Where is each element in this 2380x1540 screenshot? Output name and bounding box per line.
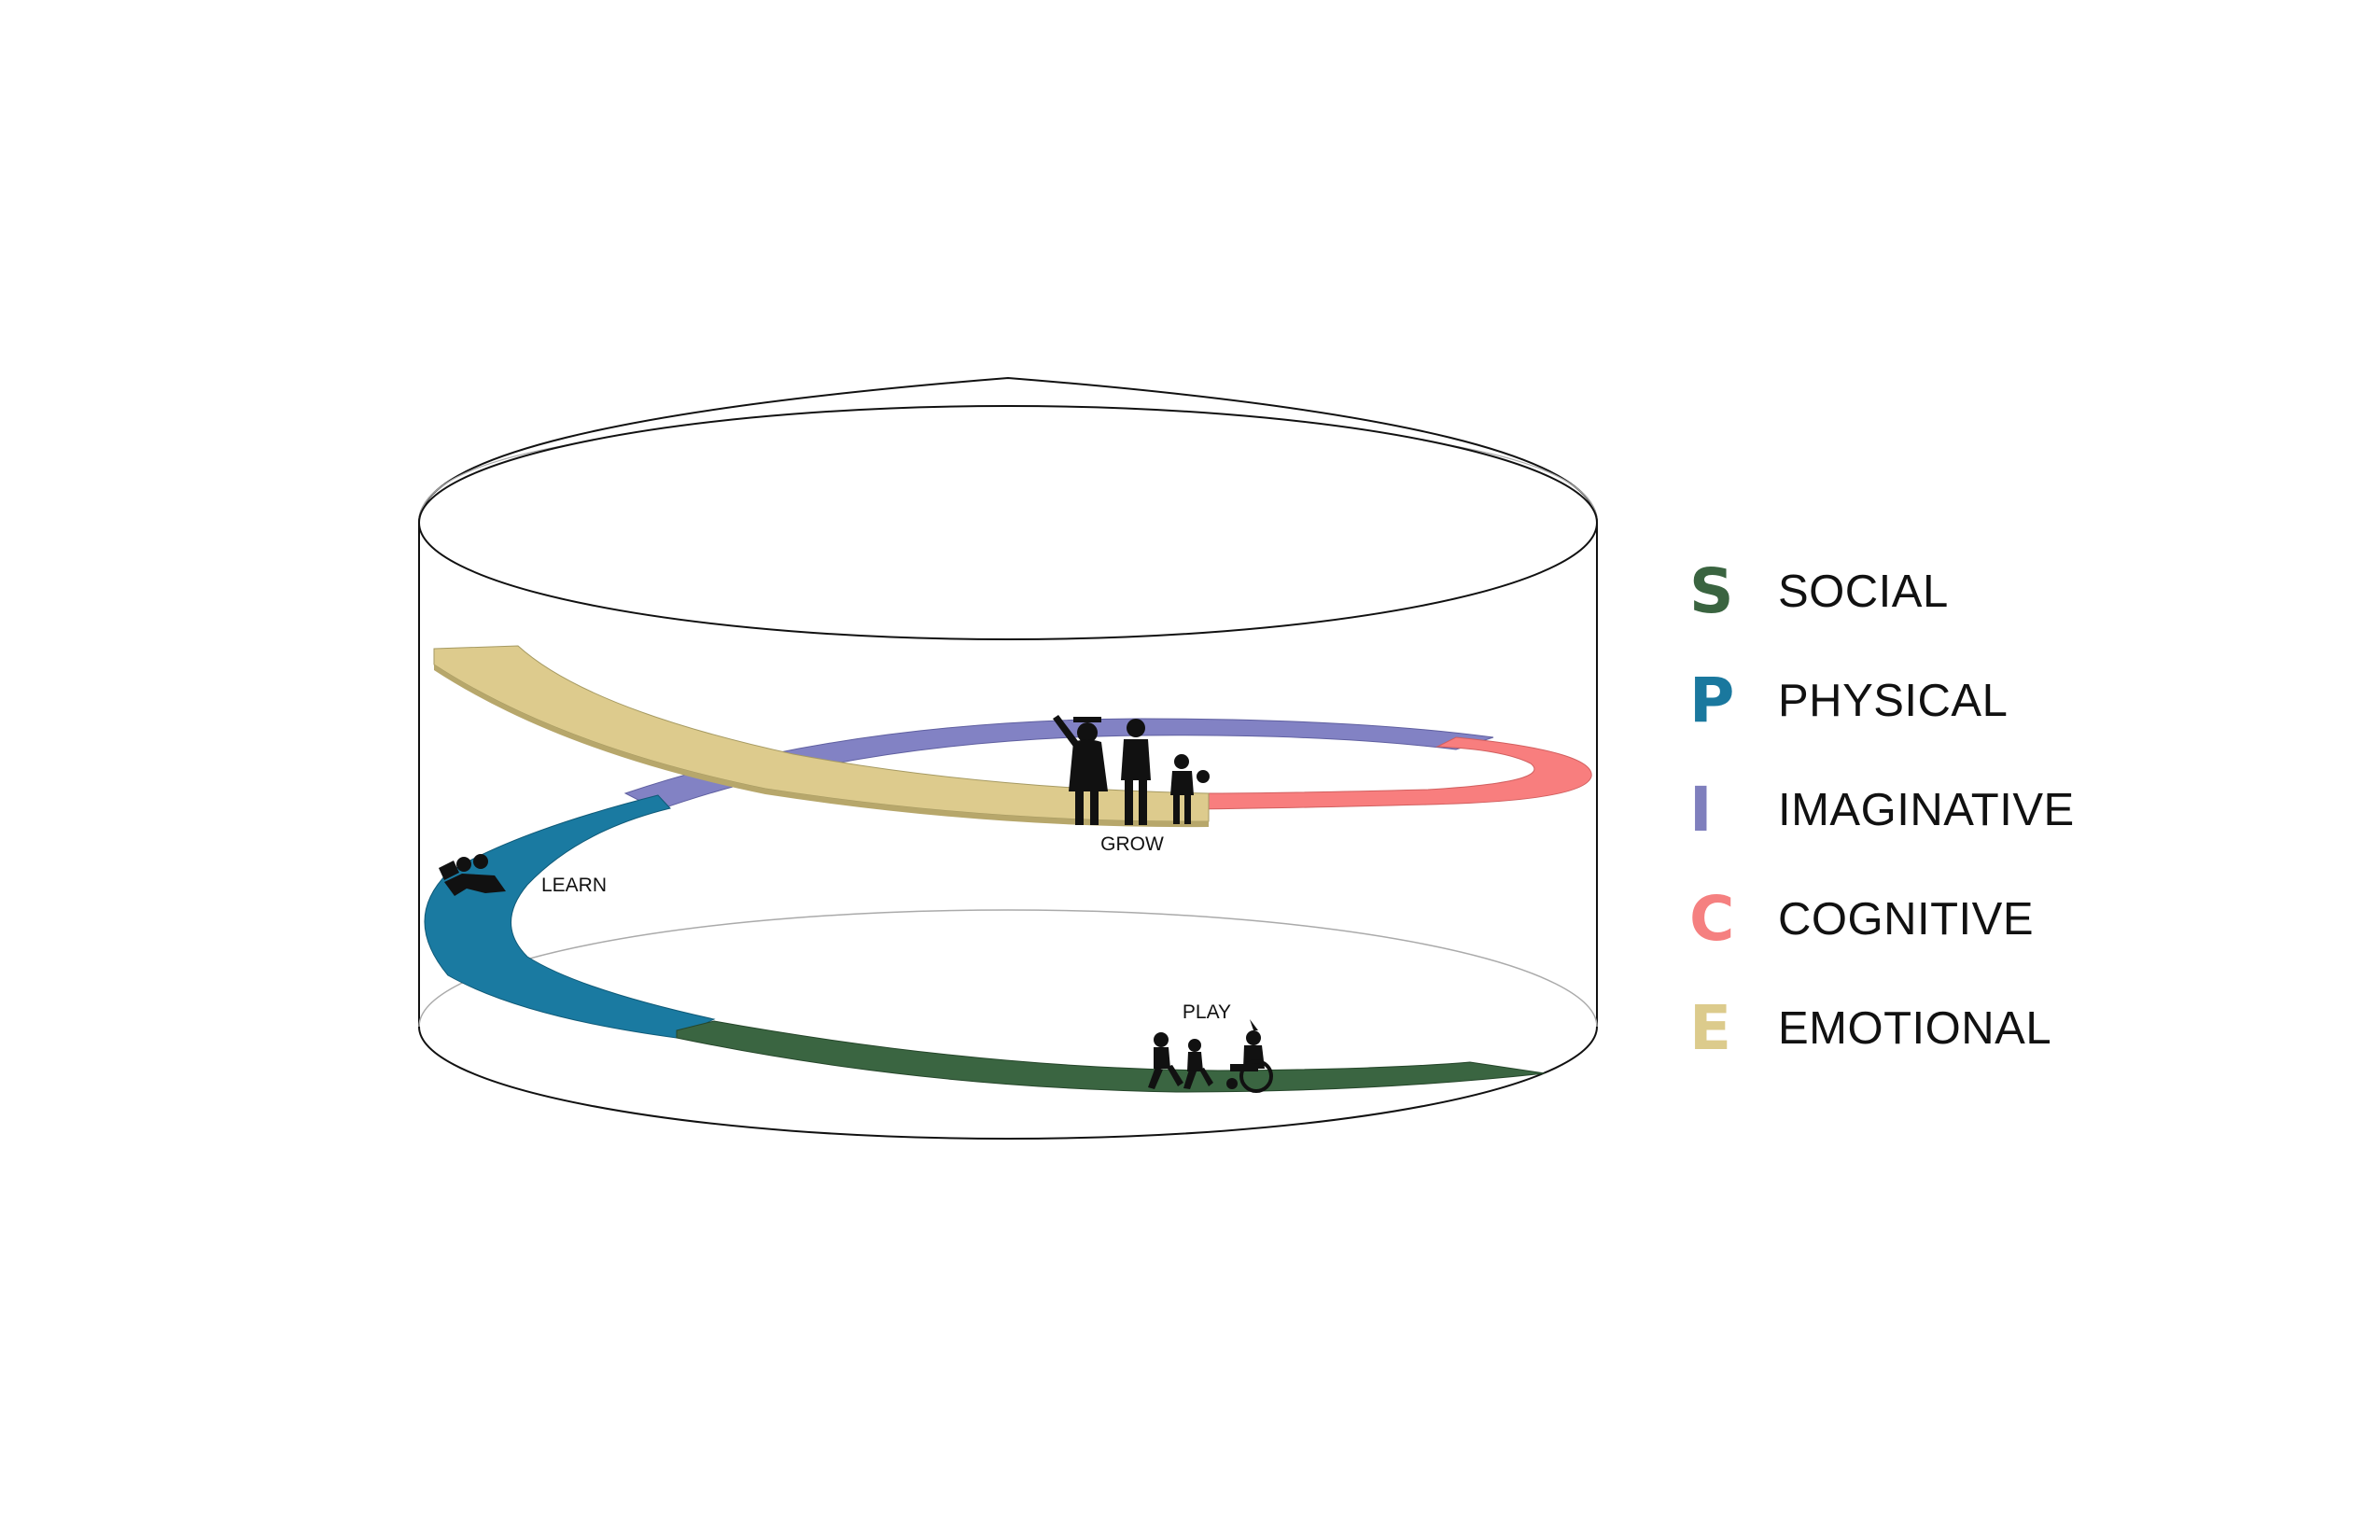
grow-silhouettes xyxy=(1053,715,1210,825)
legend-word: SOCIAL xyxy=(1778,566,1949,617)
legend-letter: S xyxy=(1689,554,1734,627)
legend-item-imaginative: I IMAGINATIVE xyxy=(1689,755,2212,864)
legend-letter: E xyxy=(1689,991,1732,1064)
ribbon-imaginative xyxy=(623,718,1494,811)
reading-children-silhouette xyxy=(439,854,506,896)
wheelchair-user-silhouette xyxy=(1226,1019,1273,1093)
legend-word: PHYSICAL xyxy=(1778,675,2009,726)
legend-letter: C xyxy=(1689,882,1735,955)
legend-word: COGNITIVE xyxy=(1778,893,2035,945)
grow-label: GROW xyxy=(1100,833,1164,855)
spice-legend: S SOCIAL P PHYSICAL I IMAGINATIVE C COGN… xyxy=(1689,537,2212,1083)
teen-silhouette xyxy=(1121,719,1151,825)
learn-label: LEARN xyxy=(541,875,607,896)
cylinder-top-ellipse xyxy=(418,405,1598,640)
legend-word: IMAGINATIVE xyxy=(1778,784,2075,835)
ribbon-physical xyxy=(424,794,716,1039)
legend-item-emotional: E EMOTIONAL xyxy=(1689,973,2212,1083)
legend-letter: P xyxy=(1689,664,1735,736)
cylinder-bottom-front-arc xyxy=(418,1026,1598,1140)
play-label: PLAY xyxy=(1183,1001,1231,1023)
legend-item-cognitive: C COGNITIVE xyxy=(1689,864,2212,973)
running-child-silhouette xyxy=(1148,1032,1183,1089)
ribbon-cognitive xyxy=(1198,736,1592,810)
legend-item-social: S SOCIAL xyxy=(1689,537,2212,646)
graduate-silhouette xyxy=(1053,715,1108,825)
ribbon-social xyxy=(676,1020,1546,1093)
legend-item-physical: P PHYSICAL xyxy=(1689,646,2212,755)
spiral-ribbon xyxy=(424,645,1592,1093)
child-with-ball-silhouette xyxy=(1170,754,1210,824)
cylinder xyxy=(418,376,1598,1140)
cylinder-cap-outline xyxy=(418,376,1598,524)
running-child-2-silhouette xyxy=(1183,1039,1213,1089)
legend-letter: I xyxy=(1689,773,1713,846)
play-silhouettes xyxy=(1148,1019,1273,1093)
learn-silhouettes xyxy=(439,854,506,896)
legend-word: EMOTIONAL xyxy=(1778,1002,2052,1054)
